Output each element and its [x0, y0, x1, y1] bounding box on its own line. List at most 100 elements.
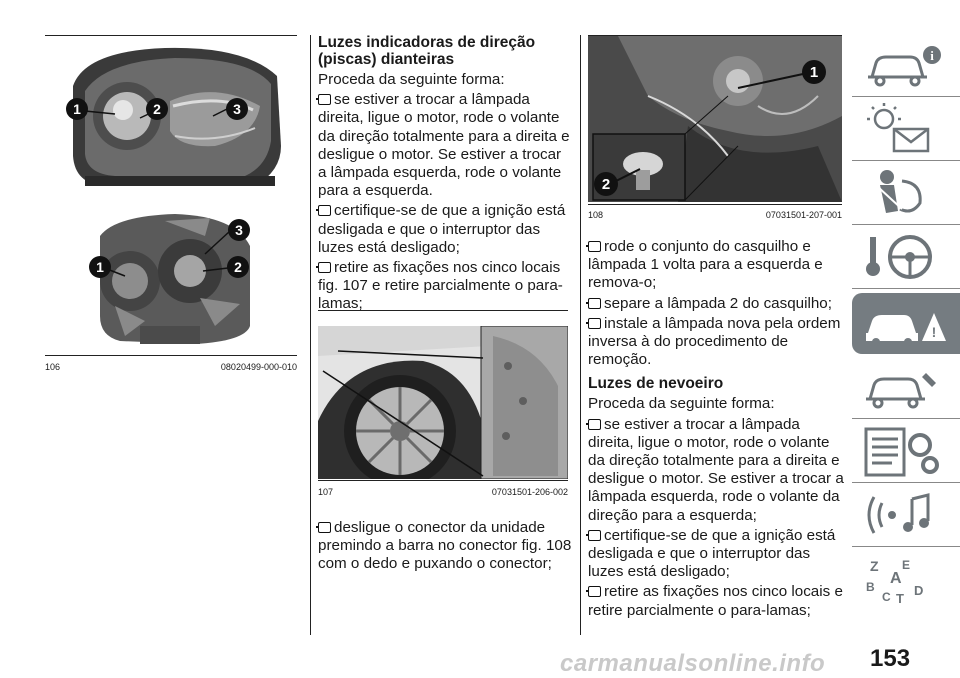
headlamp-diagram: 1 2 3 3 1 2	[66, 47, 281, 344]
figure-107-caption: 107 07031501-206-002	[318, 487, 568, 499]
bullet-icon	[316, 94, 331, 106]
section-heading-turn-signals: Luzes indicadoras de direção (piscas) di…	[318, 34, 536, 68]
list-item-text: retire as fixações nos cinco locais fig.…	[318, 259, 563, 313]
figure-code: 07031501-207-001	[765, 210, 842, 220]
list-item-text: certifique-se de que a ignição está desl…	[318, 202, 566, 256]
svg-text:B: B	[866, 580, 875, 594]
right-column-text: rode o conjunto do casquilho e lâmpada 1…	[586, 238, 846, 622]
svg-text:T: T	[896, 591, 904, 606]
callout-badge-106b-2	[227, 256, 249, 278]
callout-badge-106-3	[226, 98, 248, 120]
tab-starting-driving[interactable]	[852, 227, 960, 288]
list-item-text: rode o conjunto do casquilho e lâmpada 1…	[588, 238, 823, 292]
list-item: rode o conjunto do casquilho e lâmpada 1…	[586, 238, 846, 293]
svg-text:C: C	[882, 590, 891, 604]
callout-badge-106-1	[66, 98, 88, 120]
list-item-text: se estiver a trocar a lâmpada direita, l…	[318, 91, 570, 200]
callout-badge-106-2	[146, 98, 168, 120]
headlamp-upper-image	[73, 47, 281, 186]
callout-badge-106b-3	[228, 219, 250, 241]
callout-badge-108-2	[594, 172, 618, 196]
list-item-text: se estiver a trocar a lâmpada direita, l…	[588, 415, 844, 524]
technical-data-icon	[864, 427, 939, 477]
figure-107-bottom-rule	[318, 480, 568, 481]
wheel-fender-image	[318, 326, 568, 479]
list-item: retire as fixações nos cinco locais e re…	[586, 583, 846, 619]
tab-car-info[interactable]: i	[852, 35, 960, 96]
list-item: separe a lâmpada 2 do casquilho;	[586, 294, 846, 313]
bullet-icon	[586, 586, 601, 598]
figure-108-top-rule	[588, 35, 842, 36]
page-number: 153	[870, 645, 911, 672]
svg-text:!: !	[932, 324, 937, 340]
middle-column-text: Luzes indicadoras de direção (piscas) di…	[316, 34, 573, 316]
callout-label: 3	[233, 101, 241, 117]
callout-label: 2	[602, 176, 610, 193]
callout-label: 1	[73, 101, 81, 117]
tab-multimedia[interactable]	[852, 485, 960, 546]
tab-technical-data[interactable]	[852, 421, 960, 482]
tab-warning-lights[interactable]	[852, 99, 960, 160]
svg-text:D: D	[914, 583, 923, 598]
warning-lights-icon	[867, 103, 930, 153]
bullet-icon	[586, 297, 601, 309]
bullet-icon	[586, 317, 601, 329]
list-item-text: certifique-se de que a ignição está desl…	[588, 526, 836, 581]
bullet-icon	[316, 205, 331, 217]
bullet-icon	[586, 529, 601, 541]
figure-code: 07031501-206-002	[491, 487, 568, 497]
car-info-icon: i	[868, 46, 941, 87]
bullet-icon	[586, 418, 601, 430]
svg-text:A: A	[890, 570, 902, 587]
bullet-icon	[586, 241, 601, 252]
figure-number: 108	[588, 210, 604, 220]
figure-108-caption: 108 07031501-207-001	[588, 210, 842, 222]
bullet-icon	[316, 262, 331, 274]
list-item: retire as fixações nos cinco locais fig.…	[316, 259, 573, 314]
safety-airbag-icon	[877, 170, 922, 213]
callout-label: 1	[810, 64, 818, 81]
figure-108: 1 2	[588, 36, 842, 202]
callout-label: 2	[153, 101, 161, 117]
intro-text: Proceda da seguinte forma:	[588, 395, 775, 413]
section-heading-fog-lights: Luzes de nevoeiro	[588, 375, 724, 393]
figure-106-bottom-rule	[45, 355, 297, 356]
engine-bay-image	[588, 36, 842, 202]
figure-108-bottom-rule	[588, 204, 842, 205]
figure-106-caption: 106 08020499-000-010	[45, 362, 297, 374]
callout-line-106-1	[84, 110, 116, 115]
bullet-icon	[316, 522, 331, 533]
tab-index[interactable]: Z E A B C T D	[852, 549, 960, 610]
tab-maintenance[interactable]	[852, 357, 960, 418]
callout-label: 2	[234, 259, 242, 275]
figure-106-top-rule	[45, 35, 297, 36]
list-item-text: separe a lâmpada 2 do casquilho;	[604, 294, 832, 312]
svg-text:E: E	[902, 558, 910, 572]
list-item: instale a lâmpada nova pela ordem invers…	[586, 314, 846, 370]
list-item-text: instale a lâmpada nova pela ordem invers…	[588, 314, 841, 369]
tab-emergency[interactable]: !	[852, 293, 960, 354]
middle-column-text-lower: desligue o conector da unidade premindo …	[316, 519, 573, 576]
watermark-text: carmanualsonline.info	[560, 650, 826, 677]
svg-text:Z: Z	[870, 558, 879, 574]
tab-safety[interactable]	[852, 163, 960, 224]
intro-text: Proceda da seguinte forma:	[318, 71, 505, 88]
figure-code: 08020499-000-010	[220, 362, 297, 372]
callout-label: 1	[96, 259, 104, 275]
figure-number: 106	[45, 362, 61, 372]
list-item: certifique-se de que a ignição está desl…	[586, 526, 846, 582]
steering-key-icon	[866, 235, 932, 279]
list-item: se estiver a trocar a lâmpada direita, l…	[586, 415, 846, 525]
svg-text:i: i	[930, 48, 934, 63]
figure-107-top-rule	[318, 310, 568, 311]
list-item: se estiver a trocar a lâmpada direita, l…	[316, 91, 573, 200]
emergency-breakdown-icon: !	[866, 313, 946, 346]
figure-108-callouts: 1 2	[594, 60, 826, 196]
figure-number: 107	[318, 487, 334, 497]
car-maintenance-icon	[866, 373, 936, 409]
callout-line-106-3	[212, 108, 228, 117]
multimedia-icon	[867, 493, 930, 534]
list-item-text: retire as fixações nos cinco locais e re…	[588, 583, 843, 619]
callout-badge-106b-1	[89, 256, 111, 278]
list-item-text: desligue o conector da unidade premindo …	[318, 519, 572, 573]
